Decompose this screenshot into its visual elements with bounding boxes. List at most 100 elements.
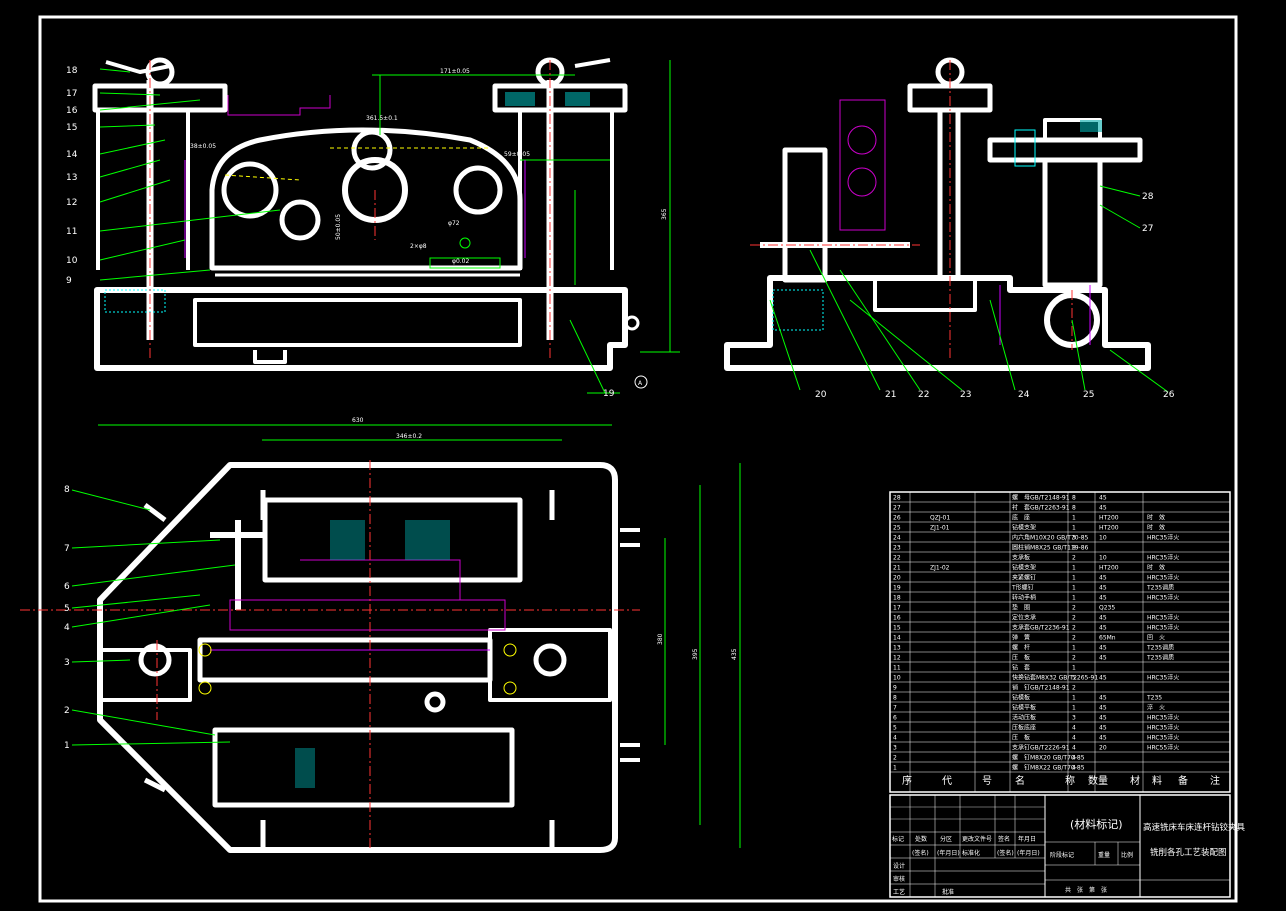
tb-label-sign: 签名 xyxy=(998,835,1010,843)
bom-header-mat2: 料 xyxy=(1152,774,1162,787)
bom-cell-mat: 45 xyxy=(1099,595,1107,602)
callout-20: 20 xyxy=(815,390,827,400)
bom-cell-qty: 1 xyxy=(1072,705,1076,712)
bom-cell-no: 15 xyxy=(893,625,901,632)
title-block xyxy=(889,794,1231,898)
callout-6: 6 xyxy=(64,582,70,592)
bom-cell-name: 定位支承 xyxy=(1012,614,1036,622)
bom-cell-note: T235调质 xyxy=(1146,654,1174,662)
bom-cell-name: 螺 杆 xyxy=(1012,644,1030,652)
tb-row2-sign2: (签名) xyxy=(997,849,1014,857)
callout-18: 18 xyxy=(66,66,78,76)
drawing-title-line1: 高速铣床车床连杆钻铰夹具 xyxy=(1143,822,1246,833)
bom-cell-note: 时 效 xyxy=(1147,564,1165,572)
callout-15: 15 xyxy=(66,123,77,133)
bom-cell-name: 活动压板 xyxy=(1012,714,1036,722)
callout-14: 14 xyxy=(66,150,78,160)
plan-view-colored-details xyxy=(20,424,741,850)
datum-a-label: A xyxy=(638,380,643,387)
callout-4: 4 xyxy=(64,623,70,633)
bom-cell-note: HRC35淬火 xyxy=(1147,614,1179,622)
bom-cell-no: 26 xyxy=(893,515,901,522)
bom-cell-mat: HT200 xyxy=(1099,565,1119,572)
bom-cell-name: 螺 钉M8X22 GB/T70-85 xyxy=(1012,764,1085,772)
side-view-colored-details xyxy=(750,60,1102,360)
bom-cell-mat: 45 xyxy=(1099,575,1107,582)
dim-435: 435 xyxy=(731,648,738,660)
bom-cell-no: 25 xyxy=(893,525,901,532)
bom-cell-mat: 45 xyxy=(1099,585,1107,592)
bom-cell-qty: 8 xyxy=(1072,545,1076,552)
bom-header: 序 代 号 名 称 数量 材 料 备 注 xyxy=(902,774,1220,787)
bom-cell-qty: 8 xyxy=(1072,495,1076,502)
bom-cell-note: 时 效 xyxy=(1147,514,1165,522)
bom-header-no: 序 xyxy=(902,774,912,787)
dim-365: 365 xyxy=(661,208,668,220)
bom-cell-name: 弹 簧 xyxy=(1012,634,1030,642)
bom-cell-qty: 2 xyxy=(1072,635,1076,642)
bom-cell-no: 6 xyxy=(893,715,897,722)
bom-cell-no: 4 xyxy=(893,735,897,742)
bom-header-code2: 号 xyxy=(982,775,992,787)
plan-view xyxy=(97,462,640,853)
datum-a-symbol xyxy=(634,375,648,389)
bom-cell-qty: 4 xyxy=(1072,745,1076,752)
bom-cell-note: HRC35淬火 xyxy=(1147,734,1179,742)
bom-cell-qty: 4 xyxy=(1072,725,1076,732)
front-dimensions: 171±0.05 361.5±0.1 38±0.05 59±0.05 2×φ8 … xyxy=(190,68,668,265)
sheet-border xyxy=(38,15,1238,903)
bom-cell-qty: 1 xyxy=(1072,525,1076,532)
bom-cell-mat: 45 xyxy=(1099,655,1107,662)
bom-cell-qty: 3 xyxy=(1072,535,1076,542)
bom-cell-mat: HT200 xyxy=(1099,525,1119,532)
plan-callout-labels: 8 7 6 5 4 3 2 1 xyxy=(64,485,70,751)
bom-cell-code: ZJ1-01 xyxy=(930,525,950,532)
bom-cell-name: 钻 套 xyxy=(1012,664,1030,672)
bom-cell-qty: 1 xyxy=(1072,575,1076,582)
tb-stage-label: 阶段标记 xyxy=(1050,851,1074,859)
bom-cell-name: 支承钉GB/T2226-91 xyxy=(1012,744,1070,752)
bom-cell-mat: HT200 xyxy=(1099,515,1119,522)
bom-cell-name: 钻模支架 xyxy=(1012,564,1036,572)
bom-cell-no: 2 xyxy=(893,755,897,762)
callout-22: 22 xyxy=(918,390,929,400)
tb-label-date: 年月日 xyxy=(1018,835,1036,843)
bom-cell-no: 17 xyxy=(893,605,901,612)
bom-cell-no: 21 xyxy=(893,565,901,572)
callout-26: 26 xyxy=(1163,390,1175,400)
callout-21: 21 xyxy=(885,390,896,400)
bom-cell-qty: 2 xyxy=(1072,625,1076,632)
dim-38: 38±0.05 xyxy=(190,143,216,150)
callout-11: 11 xyxy=(66,227,77,237)
plan-dimensions: 630 346±0.2 435 395 380 xyxy=(352,417,738,660)
bom-header-qty: 数量 xyxy=(1088,774,1108,787)
bom-cell-mat: 10 xyxy=(1099,535,1107,542)
bom-header-mat1: 材 xyxy=(1130,774,1140,787)
bom-cell-code: ZJ1-02 xyxy=(930,565,950,572)
bom-cell-mat: 45 xyxy=(1099,505,1107,512)
bom-cell-note: HRC35淬火 xyxy=(1147,624,1179,632)
tb-design: 设计 xyxy=(893,862,905,870)
callout-1: 1 xyxy=(64,741,70,751)
dim-171: 171±0.05 xyxy=(440,68,470,75)
callout-12: 12 xyxy=(66,198,77,208)
callout-10: 10 xyxy=(66,256,78,266)
callout-17: 17 xyxy=(66,89,77,99)
bom-cell-name: 压 板 xyxy=(1012,734,1030,742)
bom-cell-mat: 45 xyxy=(1099,705,1107,712)
dim-346: 346±0.2 xyxy=(396,433,422,440)
callout-7: 7 xyxy=(64,544,70,554)
bom-cell-no: 23 xyxy=(893,545,901,552)
bom-cell-name: 支承板 xyxy=(1012,554,1030,562)
